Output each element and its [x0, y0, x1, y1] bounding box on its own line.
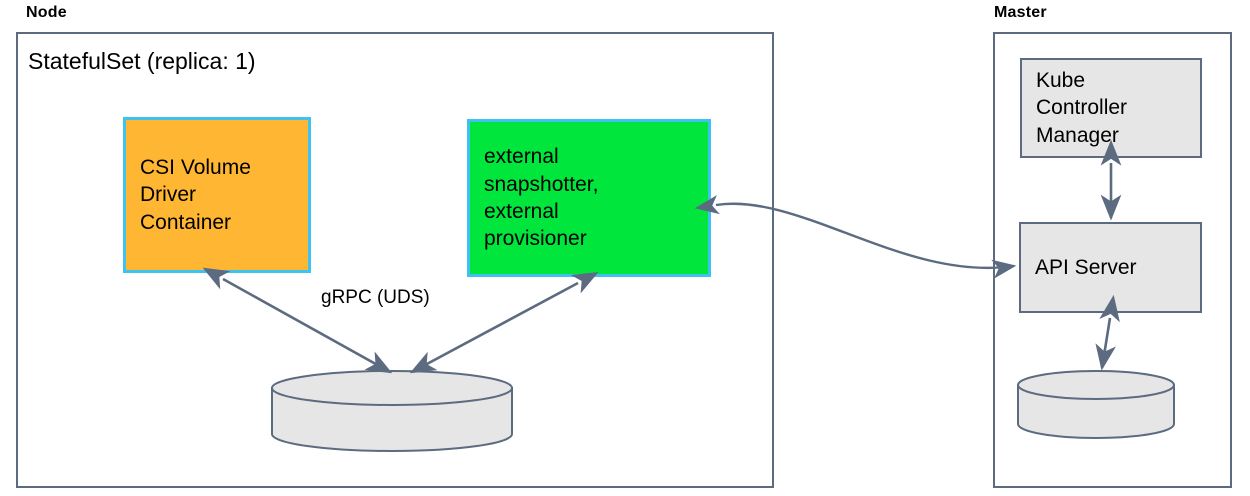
etcd-label: etcd — [1030, 396, 1066, 417]
statefulset-title: StatefulSet (replica: 1) — [28, 48, 256, 74]
external-sidecars-label: external snapshotter, external provision… — [470, 143, 606, 252]
kcm-line-2: Controller — [1036, 96, 1128, 120]
external-sidecars-box[interactable]: external snapshotter, external provision… — [467, 119, 711, 277]
kcm-line-3: Manager — [1036, 123, 1119, 147]
kube-controller-manager-label: Kube Controller Manager — [1022, 67, 1135, 149]
csi-line-1: CSI Volume — [140, 156, 251, 180]
csi-line-3: Container — [140, 210, 232, 234]
sidecar-line-1: external — [484, 145, 559, 169]
kube-controller-manager-box[interactable]: Kube Controller Manager — [1020, 58, 1202, 158]
api-server-line-1: API Server — [1035, 255, 1137, 279]
csi-volume-driver-container-label: CSI Volume Driver Container — [126, 154, 259, 236]
kcm-line-1: Kube — [1036, 69, 1086, 93]
master-group-label: Master — [994, 4, 1047, 21]
csi-line-2: Driver — [140, 183, 196, 207]
grpc-uds-edge-label: gRPC (UDS) — [321, 287, 430, 308]
sidecar-line-2: snapshotter, — [484, 172, 599, 196]
api-server-box[interactable]: API Server — [1019, 222, 1202, 313]
api-server-label: API Server — [1021, 254, 1145, 281]
sidecar-line-3: external — [484, 200, 559, 223]
node-group-label: Node — [26, 4, 67, 21]
sidecar-line-4: provisioner — [484, 227, 587, 251]
emptydir-volume-label: EmptyDir Volume — [318, 406, 466, 427]
csi-volume-driver-container-box[interactable]: CSI Volume Driver Container — [123, 117, 311, 273]
